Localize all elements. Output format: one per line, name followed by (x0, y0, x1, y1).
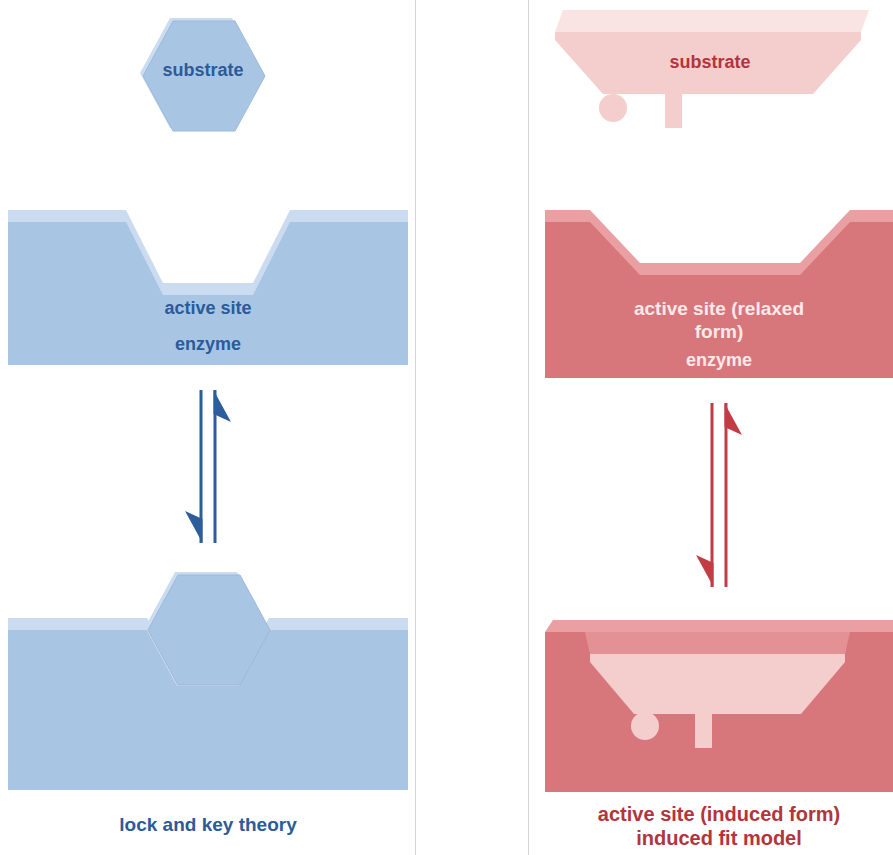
enzyme-substrate-complex: active site (induced form)induced fit mo… (545, 612, 893, 852)
shape-label: active site (8, 298, 408, 320)
shape-label: enzyme (545, 350, 893, 372)
shape-label: active site (induced form) (545, 802, 893, 826)
shape-outline (8, 568, 408, 850)
enzyme-block: active site (relaxed form) enzyme (545, 200, 893, 378)
substrate-hexagon: substrate (138, 14, 268, 134)
enzyme-substrate-complex: lock and key theory (8, 568, 408, 850)
equilibrium-arrow (696, 403, 742, 587)
substrate-shape: substrate (555, 10, 875, 132)
shape-label: enzyme (8, 334, 408, 356)
shape-label: active site (relaxed form) (619, 298, 819, 344)
shape-label: substrate (605, 52, 815, 74)
shape-label: induced fit model (545, 826, 893, 850)
enzyme-block: active site enzyme (8, 200, 408, 365)
shape-label: lock and key theory (8, 814, 408, 837)
equilibrium-arrow (185, 390, 231, 543)
shape-label: substrate (138, 60, 268, 82)
